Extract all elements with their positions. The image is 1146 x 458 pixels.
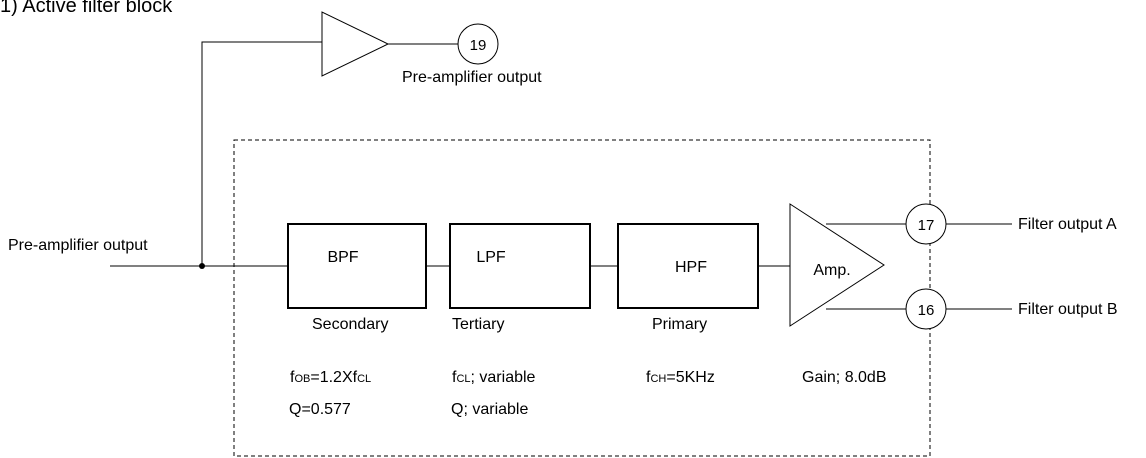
- bpf-order: Secondary: [312, 316, 389, 333]
- amp-gain: Gain; 8.0dB: [802, 369, 887, 386]
- amp-triangle: [789, 203, 885, 327]
- bpf-f-rest: =1.2Xf: [310, 369, 357, 386]
- lpf-f-rest: ; variable: [471, 369, 536, 386]
- filter-output-a-label: Filter output A: [1018, 216, 1117, 233]
- pin-16-label: 16: [918, 302, 935, 319]
- preamp-input-label: Pre-amplifier output: [8, 237, 148, 254]
- hpf-f-sub: CH: [650, 373, 666, 385]
- lpf-q-param: Q; variable: [451, 401, 528, 418]
- pin-17-label: 17: [918, 217, 935, 234]
- lpf-f-main: f: [452, 369, 457, 386]
- bpf-block: [287, 223, 427, 309]
- lpf-frequency-param: fCL; variable: [452, 369, 536, 386]
- bpf-label: BPF: [327, 249, 358, 266]
- hpf-label: HPF: [675, 259, 707, 276]
- hpf-f-main: f: [646, 369, 651, 386]
- hpf-frequency-param: fCH=5KHz: [646, 369, 715, 386]
- preamp-output-label: Pre-amplifier output: [402, 69, 542, 86]
- lpf-order: Tertiary: [452, 316, 504, 333]
- amp-label: Amp.: [813, 262, 850, 279]
- bpf-f-sub2: CL: [357, 373, 371, 385]
- bpf-frequency-param: fOB=1.2XfCL: [290, 369, 371, 386]
- hpf-block: [617, 223, 759, 309]
- lpf-f-sub: CL: [456, 373, 470, 385]
- preamp-branch-wire: [201, 41, 322, 266]
- bpf-f-sub: OB: [294, 373, 310, 385]
- filter-output-b-label: Filter output B: [1018, 301, 1118, 318]
- section-title: 1) Active filter block: [0, 0, 173, 17]
- hpf-order: Primary: [652, 316, 707, 333]
- bpf-f-main: f: [290, 369, 295, 386]
- hpf-f-rest: =5KHz: [666, 369, 714, 386]
- preamp-buffer-triangle: [321, 11, 390, 77]
- bpf-q-param: Q=0.577: [289, 401, 351, 418]
- lpf-block: [449, 223, 591, 309]
- pin-19-label: 19: [470, 37, 487, 54]
- pin-19: [457, 23, 499, 65]
- lpf-label: LPF: [476, 249, 506, 266]
